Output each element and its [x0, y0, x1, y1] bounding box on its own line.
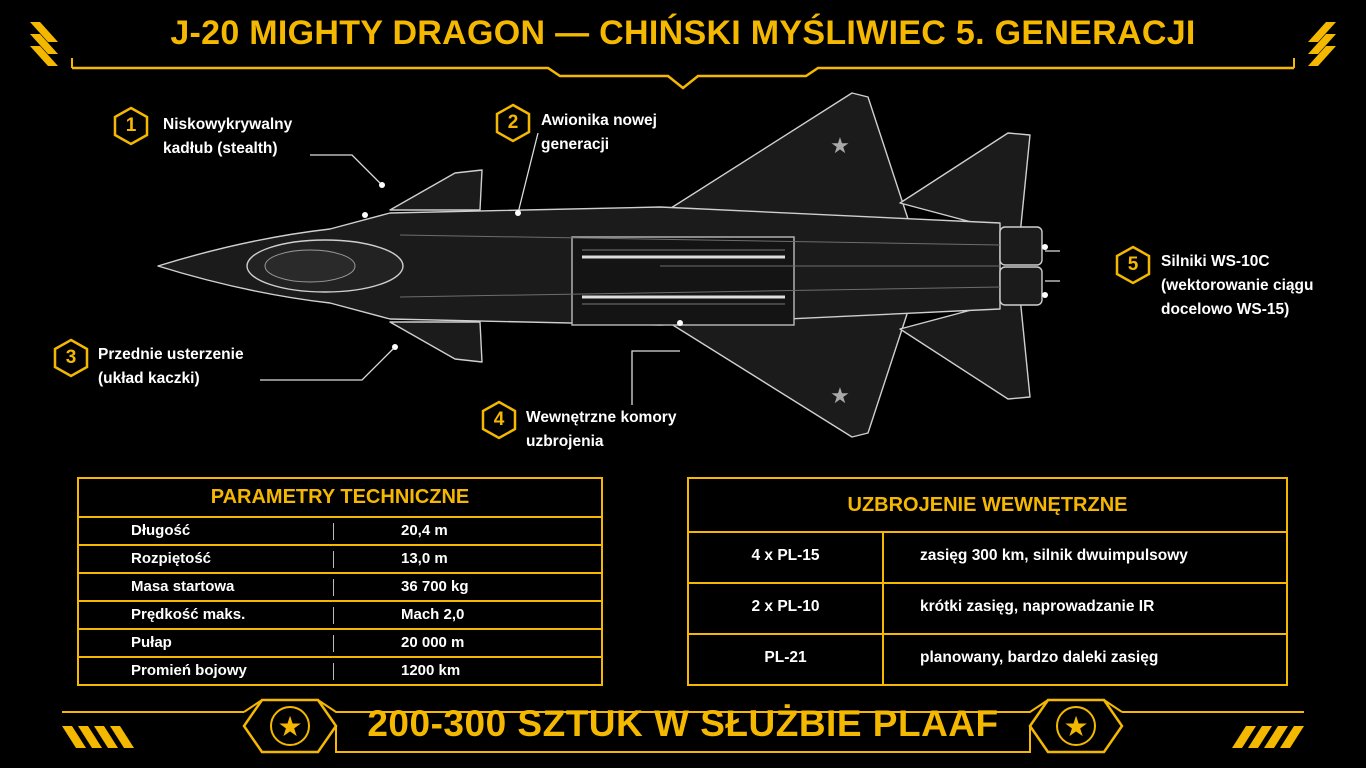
hexagon-icon — [113, 106, 149, 146]
table-row: Długość 20,4 m — [79, 516, 601, 544]
specs-table: PARAMETRY TECHNICZNE Długość 20,4 m Rozp… — [77, 477, 603, 686]
star-icon: ★ — [277, 710, 302, 743]
hexagon-icon — [242, 698, 338, 754]
header-frame — [30, 22, 1336, 90]
hexagon-icon — [1115, 245, 1151, 285]
aircraft-diagram: ★ ★ — [157, 92, 1060, 438]
hexagon-icon — [481, 400, 517, 440]
callout-3-label: Przednie usterzenie(układ kaczki) — [98, 346, 244, 387]
table-row: 2 x PL-10 krótki zasięg, naprowadzanie I… — [689, 582, 1286, 633]
service-banner: 200-300 SZTUK W SŁUŻBIE PLAAF — [367, 703, 999, 744]
hexagon-icon — [53, 338, 89, 378]
table-row: PL-21 planowany, bardzo daleki zasięg — [689, 633, 1286, 684]
callout-5-badge: 5 — [1115, 245, 1151, 285]
callout-4-badge: 4 — [481, 400, 517, 440]
table-row: Rozpiętość 13,0 m — [79, 544, 601, 572]
table-row: Promień bojowy 1200 km — [79, 656, 601, 684]
hexagon-icon — [495, 103, 531, 143]
star-roundel-upper: ★ — [830, 134, 850, 159]
armament-title: UZBROJENIE WEWNĘTRZNE — [847, 494, 1128, 516]
weapon-bay — [571, 236, 795, 326]
specs-title: PARAMETRY TECHNICZNE — [210, 486, 470, 508]
callout-1-badge: 1 — [113, 106, 149, 146]
armament-table: UZBROJENIE WEWNĘTRZNE 4 x PL-15 zasięg 3… — [687, 477, 1288, 686]
table-row: Prędkość maks. Mach 2,0 — [79, 600, 601, 628]
star-icon: ★ — [1063, 710, 1088, 743]
corner-stripes-decoration — [30, 22, 1336, 66]
table-row: Masa startowa 36 700 kg — [79, 572, 601, 600]
footer-frame: ★ ★ — [62, 698, 1304, 754]
callout-3-badge: 3 — [53, 338, 89, 378]
star-roundel-lower: ★ — [830, 384, 850, 409]
page-title: J-20 MIGHTY DRAGON — CHIŃSKI MYŚLIWIEC 5… — [170, 14, 1196, 52]
table-row: Pułap 20 000 m — [79, 628, 601, 656]
stripes-decoration — [62, 726, 1304, 748]
table-row: 4 x PL-15 zasięg 300 km, silnik dwuimpul… — [689, 531, 1286, 582]
callout-2-badge: 2 — [495, 103, 531, 143]
